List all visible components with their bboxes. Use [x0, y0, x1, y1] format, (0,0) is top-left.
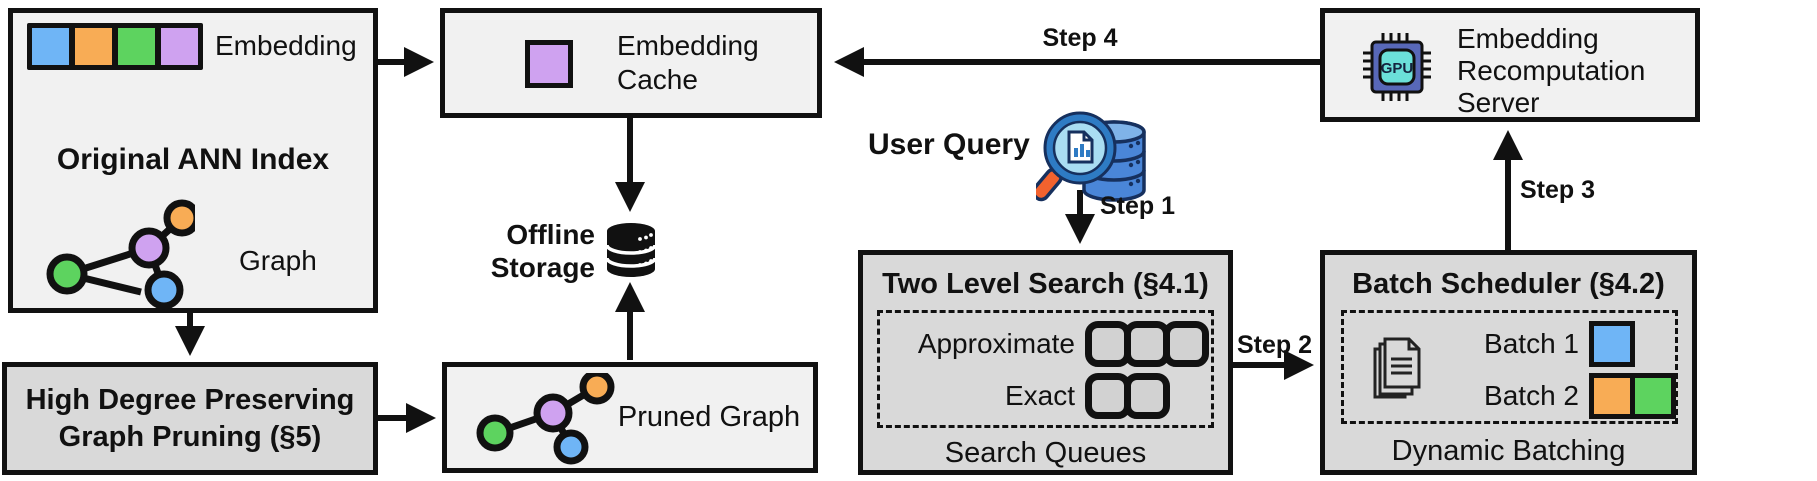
batch-item-orange: [1594, 378, 1630, 414]
graph-pruning-box: High Degree Preserving Graph Pruning (§5…: [2, 362, 378, 475]
pruned-graph-label: Pruned Graph: [617, 401, 801, 433]
two-level-search-title: Two Level Search (§4.1): [882, 268, 1209, 300]
step2-label: Step 2: [1237, 331, 1313, 359]
batch1-label: Batch 1: [1484, 328, 1579, 359]
original-graph-icon: [46, 199, 195, 310]
recomputation-server-box: GPU Embedding Recomputation Server: [1320, 8, 1700, 122]
magnifier-database-icon: [1036, 111, 1146, 202]
batch-item-green: [1635, 378, 1671, 414]
approximate-label: Approximate: [917, 328, 1075, 359]
svg-text:GPU: GPU: [1381, 60, 1414, 77]
two-level-search-box: Two Level Search (§4.1) Approximate Exac…: [858, 250, 1233, 475]
cached-embedding-swatch: [525, 40, 573, 88]
batch2-row: Batch 2: [1454, 373, 1676, 419]
graph-label: Graph: [239, 245, 317, 276]
documents-icon: [1373, 337, 1421, 399]
embedding-cell-green: [118, 28, 155, 65]
search-queues-panel: Approximate Exact: [877, 310, 1214, 428]
embedding-cache-box: Embedding Cache: [440, 8, 822, 118]
graph-pruning-title-line2: Graph Pruning (§5): [58, 421, 322, 453]
recomputation-server-title: Embedding Recomputation Server: [1457, 23, 1646, 118]
offline-storage-label: Offline Storage: [490, 219, 595, 283]
batch1-row: Batch 1: [1454, 321, 1635, 367]
step1-label: Step 1: [1100, 192, 1176, 220]
queue-slot: [1085, 321, 1131, 367]
batch-scheduler-title: Batch Scheduler (§4.2): [1352, 268, 1665, 300]
queue-slot: [1085, 373, 1131, 419]
embedding-label: Embedding: [215, 30, 357, 61]
batch1-items: [1589, 321, 1635, 367]
step3-label: Step 3: [1520, 176, 1596, 204]
dynamic-batching-label: Dynamic Batching: [1391, 435, 1626, 467]
embedding-cell-orange: [75, 28, 112, 65]
batch-scheduler-box: Batch Scheduler (§4.2) Batch 1: [1320, 250, 1697, 475]
step4-label: Step 4: [1042, 24, 1118, 52]
exact-queue-row: Exact: [890, 373, 1170, 419]
embedding-cache-title: Embedding Cache: [617, 30, 759, 95]
gpu-chip-icon: GPU: [1363, 33, 1431, 101]
original-ann-index-box: Embedding Original ANN Index Graph: [8, 8, 378, 313]
embedding-cell-purple: [161, 28, 198, 65]
ann-index-title: Original ANN Index: [56, 143, 330, 176]
pruned-graph-icon: [476, 373, 615, 465]
queue-slot: [1163, 321, 1209, 367]
batch-item-blue: [1594, 326, 1630, 362]
approximate-queue-row: Approximate: [890, 321, 1209, 367]
graph-pruning-title-line1: High Degree Preserving: [25, 384, 355, 416]
queue-slot: [1124, 373, 1170, 419]
embedding-cell-blue: [32, 28, 69, 65]
exact-label: Exact: [1004, 380, 1075, 411]
user-query-label: User Query: [868, 128, 1030, 161]
batch2-items: [1589, 373, 1676, 419]
pruned-graph-box: Pruned Graph: [442, 362, 818, 473]
database-icon: [605, 223, 657, 277]
search-queues-label: Search Queues: [944, 437, 1147, 469]
batch2-label: Batch 2: [1484, 380, 1579, 411]
dynamic-batching-panel: Batch 1 Batch 2: [1341, 310, 1678, 424]
embedding-vector-icon: [27, 23, 203, 70]
